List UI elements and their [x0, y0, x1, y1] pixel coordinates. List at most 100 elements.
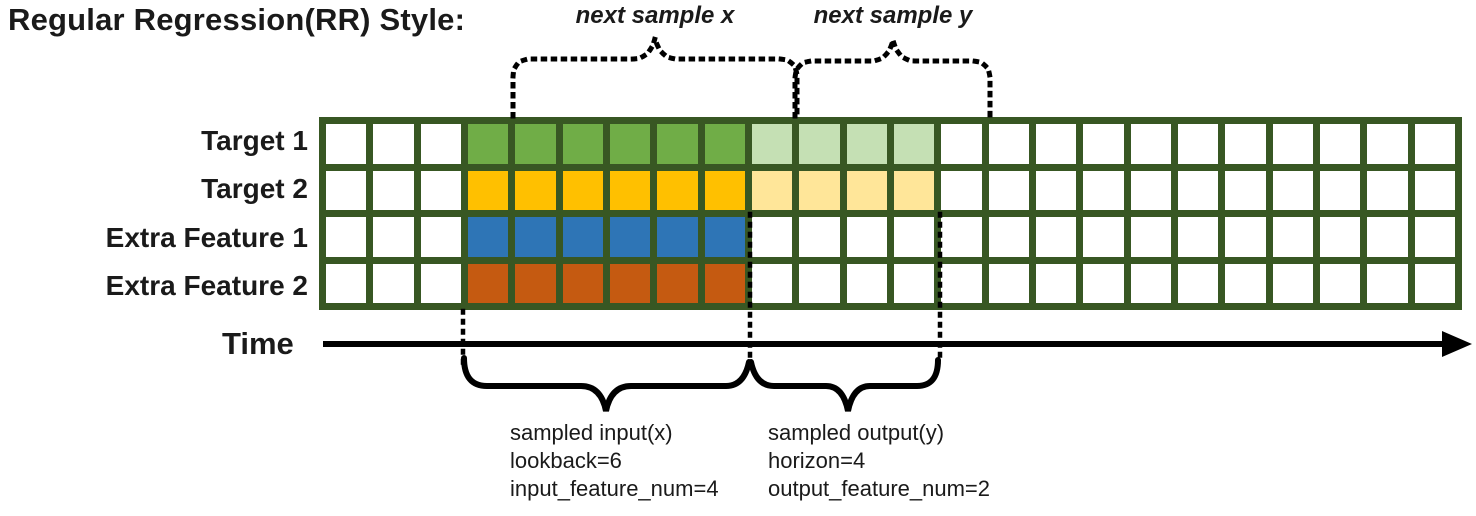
row-label: Extra Feature 2: [105, 269, 308, 301]
grid-cell: [846, 263, 887, 303]
grid-cell: [609, 263, 651, 303]
grid-cell: [941, 263, 982, 303]
sampled-input-note: sampled input(x) lookback=6 input_featur…: [510, 419, 719, 503]
grid-cell: [467, 170, 509, 210]
grid-cell: [751, 217, 793, 257]
grid-cell: [562, 217, 603, 257]
grid-cell: [1083, 170, 1124, 210]
grid-cell: [1414, 217, 1455, 257]
diagram-title: Regular Regression(RR) Style:: [8, 2, 466, 37]
horizon-value: horizon=4: [768, 448, 866, 473]
grid-cell: [1367, 170, 1408, 210]
grid-cell: [1272, 170, 1313, 210]
grid-cell: [799, 263, 840, 303]
grid-cell: [373, 170, 414, 210]
grid-cell: [751, 170, 793, 210]
grid-cell: [893, 263, 935, 303]
grid-cell: [1177, 217, 1219, 257]
grid-cell: [988, 263, 1029, 303]
grid-cell: [326, 217, 367, 257]
grid-cell: [704, 217, 745, 257]
grid-cell: [1130, 124, 1171, 164]
grid-cell: [799, 170, 840, 210]
sampled-input-title: sampled input(x): [510, 420, 673, 445]
sampled-output-brace: [748, 357, 941, 412]
grid-cell: [657, 124, 698, 164]
grid-cell: [846, 170, 887, 210]
grid-cell: [1130, 170, 1171, 210]
grid-cell: [893, 217, 935, 257]
grid-cell: [609, 124, 651, 164]
output-feature-num-value: output_feature_num=2: [768, 476, 991, 501]
grid-cell: [1367, 217, 1408, 257]
grid-cell: [1225, 217, 1266, 257]
next-sample-y-label: next sample y: [813, 2, 973, 29]
grid-cell: [704, 124, 745, 164]
grid-cell: [420, 124, 461, 164]
grid-cell: [893, 170, 935, 210]
grid-cell: [893, 124, 935, 164]
grid-cell: [657, 263, 698, 303]
grid-cell: [1035, 170, 1077, 210]
grid-cell: [1083, 217, 1124, 257]
sampled-input-brace: [461, 355, 752, 412]
grid-cell: [1319, 170, 1361, 210]
grid-cell: [1225, 170, 1266, 210]
grid-cell: [1035, 217, 1077, 257]
grid-cell: [941, 217, 982, 257]
grid-cell: [988, 170, 1029, 210]
grid-cell: [515, 217, 556, 257]
sampled-output-title: sampled output(y): [768, 420, 945, 445]
grid-cell: [846, 217, 887, 257]
grid-cell: [1367, 263, 1408, 303]
grid-cell: [373, 263, 414, 303]
grid-cell: [988, 217, 1029, 257]
grid-cell: [941, 124, 982, 164]
grid-cell: [1083, 263, 1124, 303]
grid-cell: [1130, 263, 1171, 303]
grid-cell: [704, 170, 745, 210]
grid-cell: [467, 217, 509, 257]
grid-cell: [751, 124, 793, 164]
grid-cell: [562, 170, 603, 210]
grid-cell: [326, 124, 367, 164]
grid-cell: [515, 124, 556, 164]
grid-cell: [420, 170, 461, 210]
grid-cell: [1414, 124, 1455, 164]
grid-cell: [467, 124, 509, 164]
grid-cell: [657, 170, 698, 210]
sampled-output-note: sampled output(y) horizon=4 output_featu…: [768, 419, 990, 503]
grid-cell: [373, 124, 414, 164]
grid-cell: [704, 263, 745, 303]
grid-cell: [1225, 263, 1266, 303]
row-label: Extra Feature 1: [105, 221, 308, 253]
grid-cell: [1035, 124, 1077, 164]
grid-cell: [1177, 124, 1219, 164]
grid-cell: [799, 124, 840, 164]
lookback-value: lookback=6: [510, 448, 622, 473]
grid-cell: [988, 124, 1029, 164]
grid-cell: [609, 217, 651, 257]
next-sample-x-dotted-brace: [510, 37, 800, 119]
grid-cell: [1083, 124, 1124, 164]
grid-cell: [1272, 217, 1313, 257]
grid-cell: [420, 217, 461, 257]
grid-cell: [609, 170, 651, 210]
input-feature-num-value: input_feature_num=4: [510, 476, 719, 501]
grid-cell: [467, 263, 509, 303]
grid-cell: [515, 170, 556, 210]
grid-cell: [751, 263, 793, 303]
grid-cell: [1272, 263, 1313, 303]
grid-cell: [799, 217, 840, 257]
grid-cell: [1414, 170, 1455, 210]
next-sample-y-dotted-brace: [792, 39, 993, 119]
grid-cell: [515, 263, 556, 303]
grid-cell: [657, 217, 698, 257]
grid-cell: [1319, 124, 1361, 164]
grid-cell: [326, 170, 367, 210]
grid-cell: [1225, 124, 1266, 164]
grid-cell: [1319, 263, 1361, 303]
grid-cell: [1414, 263, 1455, 303]
